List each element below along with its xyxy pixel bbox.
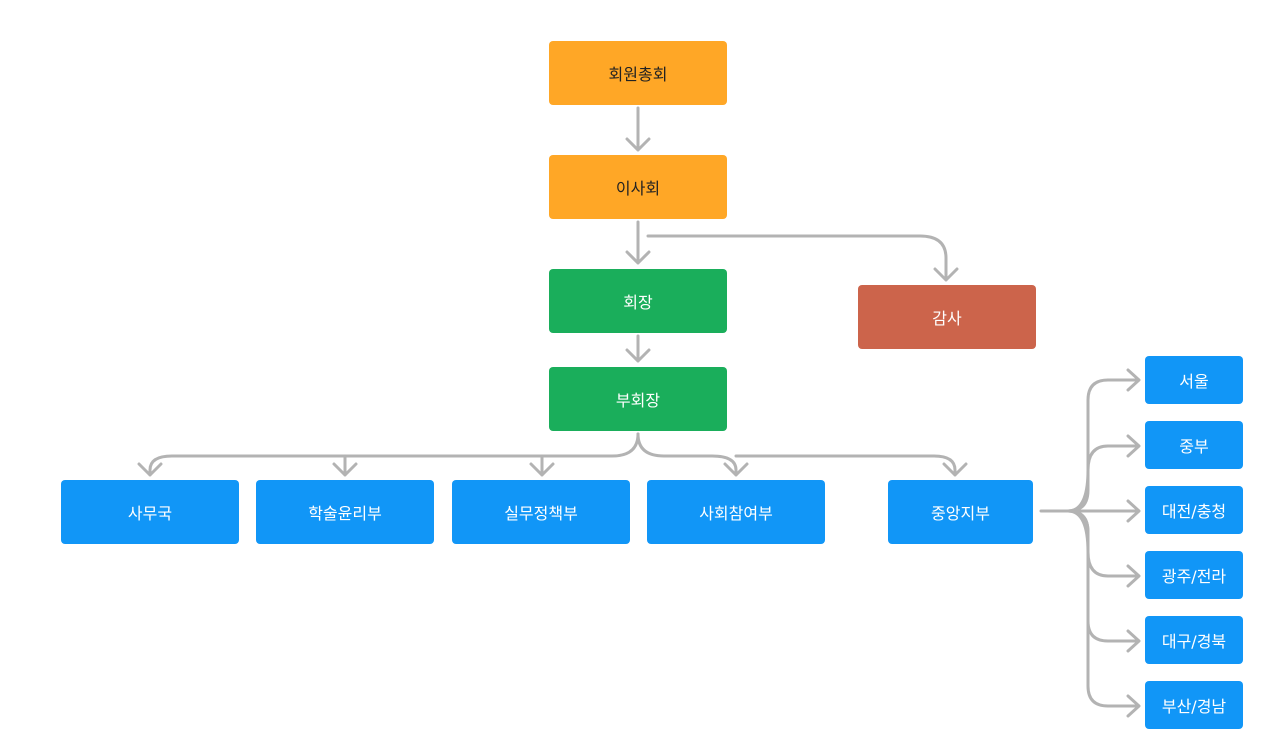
node-auditor[interactable]: 감사 bbox=[858, 285, 1036, 349]
node-department-practice-policy[interactable]: 실무정책부 bbox=[452, 480, 630, 544]
link-board-auditor bbox=[646, 234, 959, 282]
link-board-president bbox=[625, 220, 651, 265]
node-vice-president[interactable]: 부회장 bbox=[549, 367, 727, 431]
node-department-academic-ethics[interactable]: 학술윤리부 bbox=[256, 480, 434, 544]
link-president-vice bbox=[625, 334, 651, 363]
node-board[interactable]: 이사회 bbox=[549, 155, 727, 219]
node-branch-jungbu[interactable]: 중부 bbox=[1145, 421, 1243, 469]
node-general-assembly[interactable]: 회원총회 bbox=[549, 41, 727, 105]
node-central-branch[interactable]: 중앙지부 bbox=[888, 480, 1033, 544]
link-central-branches bbox=[1039, 368, 1141, 513]
node-president[interactable]: 회장 bbox=[549, 269, 727, 333]
link-assembly-board bbox=[625, 106, 651, 152]
node-branch-gwangju-jeolla[interactable]: 광주/전라 bbox=[1145, 551, 1243, 599]
node-department-secretariat[interactable]: 사무국 bbox=[61, 480, 239, 544]
link-vice-departments bbox=[137, 432, 640, 477]
node-department-social-participation[interactable]: 사회참여부 bbox=[647, 480, 825, 544]
node-branch-busan-gyeongnam[interactable]: 부산/경남 bbox=[1145, 681, 1243, 729]
node-branch-daegu-gyeongbuk[interactable]: 대구/경북 bbox=[1145, 616, 1243, 664]
node-branch-seoul[interactable]: 서울 bbox=[1145, 356, 1243, 404]
node-branch-daejeon-chungcheong[interactable]: 대전/충청 bbox=[1145, 486, 1243, 534]
